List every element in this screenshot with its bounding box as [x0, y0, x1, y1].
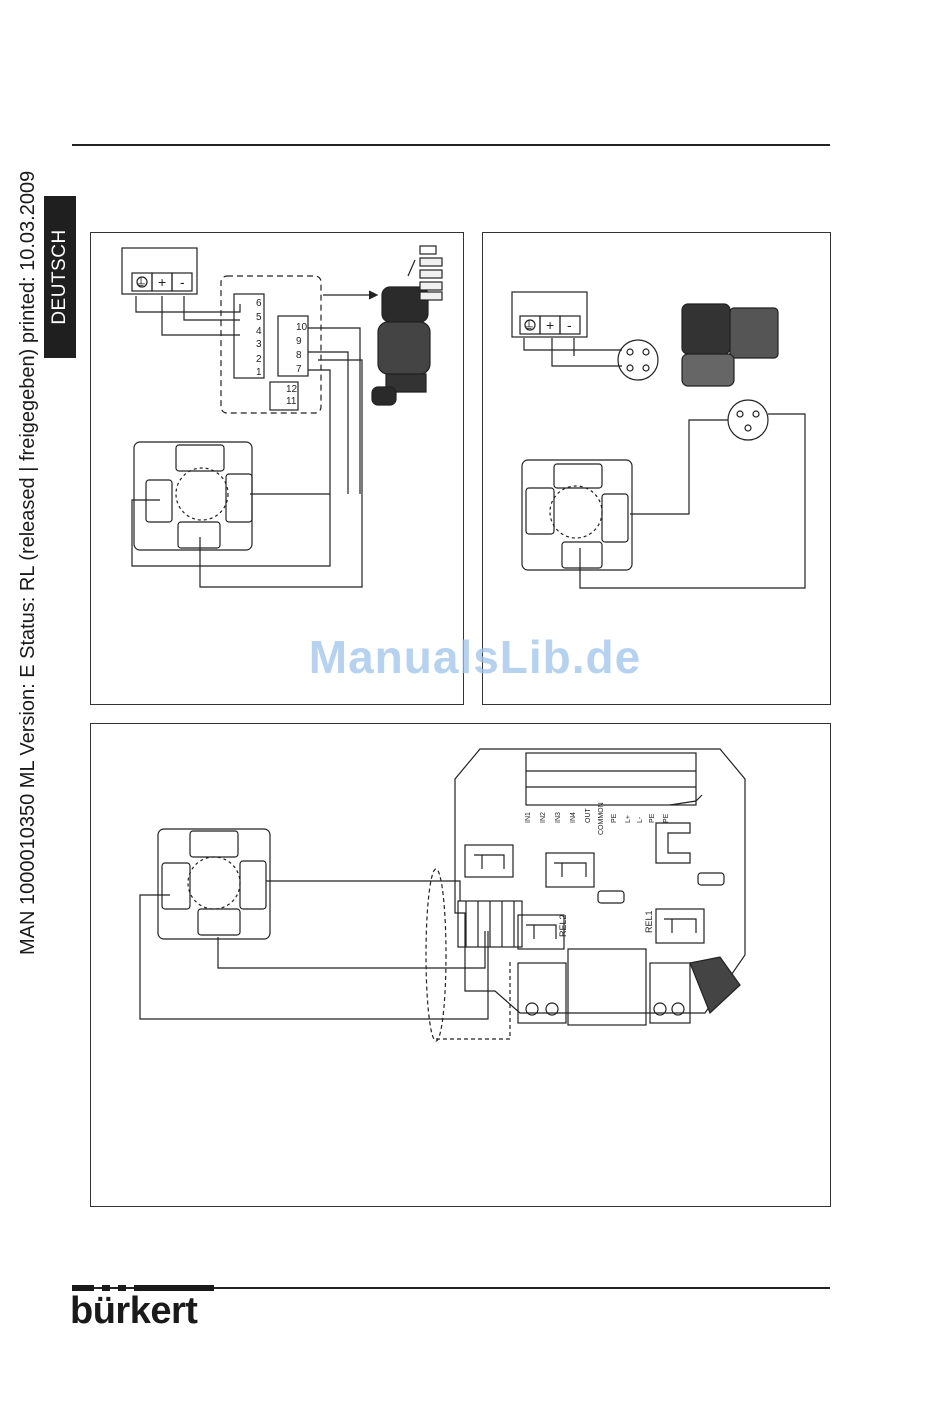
board-terminal-label: COMMON — [598, 802, 605, 835]
language-tab: DEUTSCH — [44, 196, 76, 358]
terminal-label: 12 — [286, 384, 298, 395]
minus-symbol: - — [567, 317, 572, 333]
watermark: ManualsLib.de — [250, 630, 700, 690]
plus-symbol: + — [158, 274, 166, 290]
top-rule — [72, 144, 830, 146]
terminal-label: 4 — [256, 326, 262, 337]
language-tab-label: DEUTSCH — [44, 196, 76, 358]
document-side-header: MAN 1000010350 ML Version: E Status: RL … — [8, 95, 48, 955]
board-terminal-label: IN4 — [570, 812, 577, 823]
ground-symbol: ⏚ — [523, 319, 535, 333]
board-terminal-label: L+ — [625, 815, 632, 823]
terminal-label: 8 — [296, 350, 302, 361]
relay-label-rel2: REL2 — [558, 914, 568, 937]
terminal-label: 5 — [256, 312, 262, 323]
minus-symbol: - — [180, 274, 185, 290]
terminal-label: 1 — [256, 367, 262, 378]
wiring-diagram-controller-board: IN1 IN2 IN3 IN4 OUT COMMON PE L+ L- PE P… — [90, 723, 831, 1207]
board-terminal-label: L- — [637, 816, 644, 823]
board-terminal-label: PE — [611, 813, 618, 823]
relay-label-rel1: REL1 — [644, 910, 654, 933]
terminal-label: 6 — [256, 298, 262, 309]
terminal-label: 7 — [296, 364, 302, 375]
board-terminal-label: OUT — [585, 808, 592, 824]
terminal-label: 2 — [256, 354, 262, 365]
terminal-label: 10 — [296, 322, 308, 333]
board-terminal-label: PE — [663, 813, 670, 823]
board-terminal-label: IN3 — [555, 812, 562, 823]
plus-symbol: + — [546, 317, 554, 333]
terminal-label: 11 — [286, 396, 297, 407]
terminal-label: 9 — [296, 336, 302, 347]
board-terminal-label: PE — [649, 813, 656, 823]
brand-logo: bürkert — [70, 1285, 230, 1335]
brand-name: bürkert — [70, 1289, 197, 1333]
terminal-label: 3 — [256, 339, 262, 350]
board-terminal-label: IN1 — [525, 812, 532, 823]
board-terminal-label: IN2 — [540, 812, 547, 823]
ground-symbol: ⏚ — [135, 276, 147, 290]
